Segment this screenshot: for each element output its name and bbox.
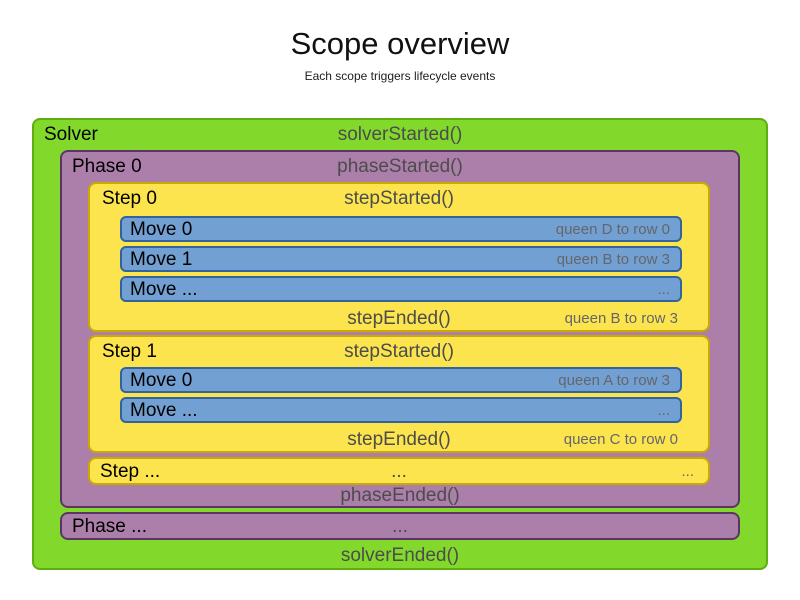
step-started-event: stepStarted() — [344, 188, 454, 209]
step-0-footer: stepEnded() queen B to row 3 — [90, 306, 708, 332]
solver-ended-event: solverEnded() — [340, 545, 460, 566]
step-0-header: Step 0 stepStarted() — [90, 186, 708, 214]
step-0-scope-box: Step 0 stepStarted() Move 0 queen D to r… — [88, 182, 710, 332]
phase-started-event: phaseStarted() — [337, 156, 463, 177]
step-ended-note: queen C to row 0 — [563, 431, 678, 448]
solver-label: Solver — [44, 124, 98, 145]
phase-0-header: Phase 0 phaseStarted() — [62, 154, 738, 182]
step-1-footer: stepEnded() queen C to row 0 — [90, 427, 708, 453]
step-1-label: Step 1 — [102, 341, 157, 362]
move-note: queen A to row 3 — [558, 372, 670, 389]
phase-ended-event: phaseEnded() — [340, 485, 460, 506]
step-ended-event: stepEnded() — [347, 429, 451, 450]
move-row: Move 0 queen A to row 3 — [120, 367, 682, 393]
step-0-label: Step 0 — [102, 188, 157, 209]
phase-0-scope-box: Phase 0 phaseStarted() Step 0 stepStarte… — [60, 150, 740, 508]
step-more-row: Step ... ... ... — [90, 459, 708, 487]
solver-scope-box: Solver solverStarted() Phase 0 phaseStar… — [32, 118, 768, 570]
solver-header: Solver solverStarted() — [34, 122, 766, 150]
phase-more-row: Phase ... ... — [62, 514, 738, 542]
move-note: queen B to row 3 — [556, 251, 670, 268]
move-label: Move 0 — [130, 370, 193, 391]
page-title: Scope overview — [290, 26, 510, 61]
move-label: Move ... — [130, 279, 198, 300]
step-started-event: stepStarted() — [344, 341, 454, 362]
phase-more-ellipsis: ... — [392, 516, 408, 537]
move-label: Move 1 — [130, 249, 193, 270]
step-more-ellipsis: ... — [391, 461, 407, 482]
move-row: Move ... ... — [120, 276, 682, 302]
step-more-note: ... — [681, 463, 694, 480]
step-more-box: Step ... ... ... — [88, 457, 710, 485]
step-1-scope-box: Step 1 stepStarted() Move 0 queen A to r… — [88, 335, 710, 453]
move-row: Move ... ... — [120, 397, 682, 423]
step-ended-note: queen B to row 3 — [564, 310, 678, 327]
move-note: ... — [657, 281, 670, 298]
move-label: Move ... — [130, 400, 198, 421]
step-1-header: Step 1 stepStarted() — [90, 339, 708, 367]
solver-started-event: solverStarted() — [337, 124, 463, 145]
phase-more-label: Phase ... — [72, 516, 147, 537]
move-row: Move 0 queen D to row 0 — [120, 216, 682, 242]
move-label: Move 0 — [130, 219, 193, 240]
move-row: Move 1 queen B to row 3 — [120, 246, 682, 272]
page-subtitle: Each scope triggers lifecycle events — [304, 69, 496, 83]
move-note: ... — [657, 402, 670, 419]
phase-0-label: Phase 0 — [72, 156, 142, 177]
step-ended-event: stepEnded() — [347, 308, 451, 329]
phase-more-box: Phase ... ... — [60, 512, 740, 540]
move-note: queen D to row 0 — [555, 221, 670, 238]
step-more-label: Step ... — [100, 461, 161, 482]
